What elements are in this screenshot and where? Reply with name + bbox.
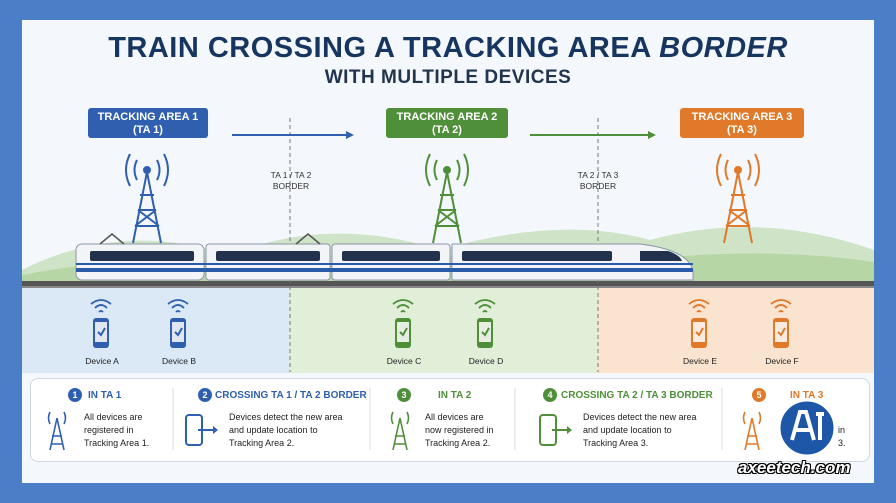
ta3-box: TRACKING AREA 3 (TA 3) — [680, 108, 804, 138]
step1-title: IN TA 1 — [88, 390, 122, 401]
phone-icon — [688, 299, 710, 348]
step4-desc-line3: Tracking Area 3. — [583, 438, 649, 448]
step2-number: 2 — [198, 388, 212, 402]
border-1-line2: BORDER — [272, 181, 310, 191]
phone-icon — [770, 299, 792, 348]
step3-desc-line3: Tracking Area 2. — [425, 438, 491, 448]
device-icons — [90, 299, 792, 348]
border-label-1: TA 1 / TA 2 BORDER — [261, 170, 321, 192]
tower-ta2-icon — [425, 153, 469, 244]
step1-desc-line2: registered in — [84, 425, 134, 435]
border-label-2: TA 2 / TA 3 BORDER — [568, 170, 628, 192]
step4-number: 4 — [543, 388, 557, 402]
step2-desc-line2: and update location to — [229, 425, 318, 435]
tower-ta1-icon — [125, 153, 169, 244]
title-emphasis: BORDER — [659, 32, 788, 64]
device-f-label: Device F — [765, 356, 799, 366]
page-subtitle: WITH MULTIPLE DEVICES — [324, 67, 572, 88]
ta2-box: TRACKING AREA 2 (TA 2) — [386, 108, 508, 138]
step2-title: CROSSING TA 1 / TA 2 BORDER — [215, 390, 367, 401]
step1-desc: All devices are registered in Tracking A… — [84, 411, 149, 450]
ta2-code: (TA 2) — [432, 124, 462, 136]
step3-desc-line2: now registered in — [425, 425, 494, 435]
border-2-line1: TA 2 / TA 3 — [577, 170, 619, 180]
step1-number: 1 — [68, 388, 82, 402]
steps-panel — [30, 378, 870, 462]
step3-desc: All devices are now registered in Tracki… — [425, 411, 494, 450]
step3-number: 3 — [397, 388, 411, 402]
step2-desc-line3: Tracking Area 2. — [229, 438, 295, 448]
device-e-label: Device E — [682, 356, 717, 366]
step5-desc-line2: 3. — [838, 438, 846, 448]
watermark-text: axeetech.com — [738, 458, 851, 477]
rail-bed — [22, 286, 874, 288]
border-2-line2: BORDER — [579, 181, 617, 191]
ta1-label: TRACKING AREA 1 — [97, 111, 199, 123]
step4-desc-line1: Devices detect the new area — [583, 412, 697, 422]
phone-icon — [90, 299, 112, 348]
ta2-zone — [290, 288, 598, 373]
step2-desc-line1: Devices detect the new area — [229, 412, 343, 422]
step5-title: IN TA 3 — [790, 390, 824, 401]
tower-ta3-icon — [716, 153, 760, 244]
step1-desc-line3: Tracking Area 1. — [84, 438, 150, 448]
phone-icon — [167, 299, 189, 348]
ta3-zone — [598, 288, 874, 373]
device-a-label: Device A — [85, 356, 119, 366]
step5-desc-line1: in — [838, 425, 846, 435]
step4-desc: Devices detect the new area and update l… — [583, 411, 697, 450]
rail-track — [22, 281, 874, 286]
step4-title: CROSSING TA 2 / TA 3 BORDER — [561, 390, 713, 401]
border-1-line1: TA 1 / TA 2 — [270, 170, 312, 180]
step5-desc: in 3. — [838, 424, 846, 450]
phone-icon — [474, 299, 496, 348]
ta1-code: (TA 1) — [133, 124, 163, 136]
title-main: TRAIN CROSSING A TRACKING AREA — [108, 32, 651, 64]
ta3-code: (TA 3) — [727, 124, 757, 136]
device-d-label: Device D — [468, 356, 504, 366]
ta3-label: TRACKING AREA 3 — [691, 111, 793, 123]
device-b-label: Device B — [161, 356, 196, 366]
ta1-box: TRACKING AREA 1 (TA 1) — [88, 108, 208, 138]
step4-desc-line2: and update location to — [583, 425, 672, 435]
step5-number: 5 — [752, 388, 766, 402]
step2-desc: Devices detect the new area and update l… — [229, 411, 343, 450]
ta2-label: TRACKING AREA 2 — [396, 111, 498, 123]
page-title: TRAIN CROSSING A TRACKING AREA BORDER — [0, 32, 896, 65]
step3-desc-line1: All devices are — [425, 412, 484, 422]
device-c-label: Device C — [386, 356, 422, 366]
train — [75, 233, 694, 281]
phone-icon — [392, 299, 414, 348]
step3-title: IN TA 2 — [438, 390, 472, 401]
step1-desc-line1: All devices are — [84, 412, 143, 422]
ta1-zone — [22, 288, 290, 373]
